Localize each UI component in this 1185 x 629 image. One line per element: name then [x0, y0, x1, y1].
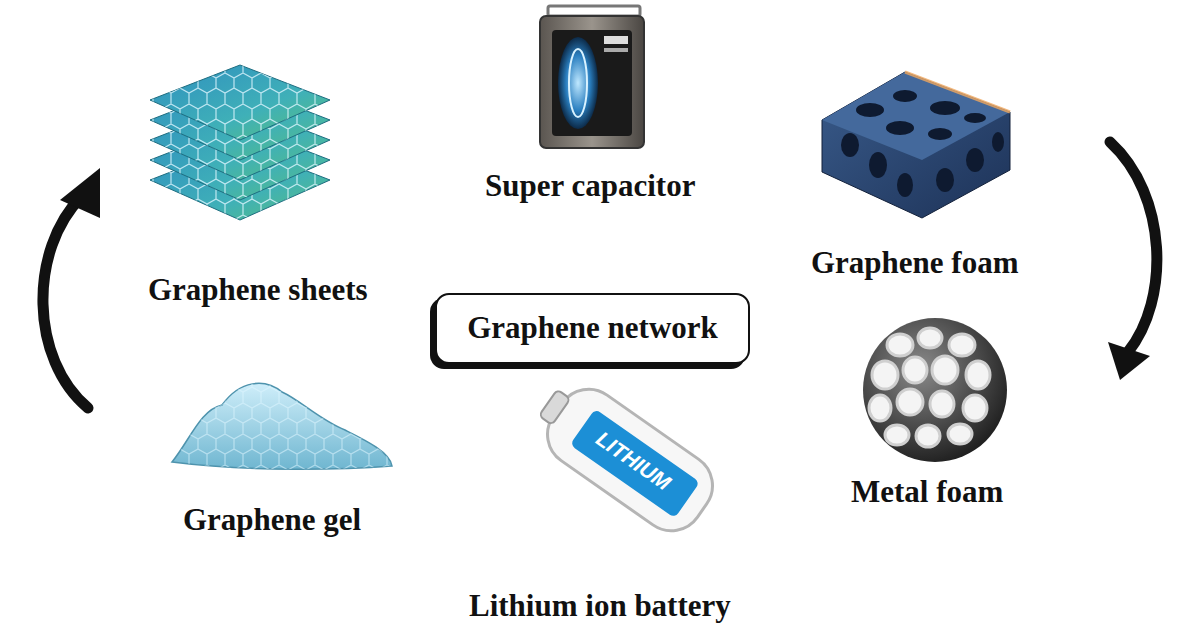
metal-foam-icon	[863, 318, 1007, 462]
cycle-arrow-right	[1108, 142, 1157, 380]
process-box: Graphene network	[435, 293, 750, 364]
image-caption: Graphene sheets	[148, 273, 368, 307]
cycle-arrow-left	[43, 168, 100, 408]
battery-icon	[525, 370, 725, 543]
graphene-sheets-icon	[150, 65, 330, 220]
image-caption: Metal foam	[851, 475, 1003, 509]
graphene-gel-icon	[172, 383, 392, 469]
image-caption: Graphene foam	[811, 246, 1019, 280]
image-caption: Lithium ion battery	[469, 589, 731, 623]
supercapacitor-icon	[540, 6, 644, 148]
graphene-foam-icon	[822, 72, 1010, 218]
node-text: Graphene network	[467, 311, 718, 345]
image-caption: Graphene gel	[183, 503, 361, 537]
image-caption: Super capacitor	[485, 169, 695, 203]
